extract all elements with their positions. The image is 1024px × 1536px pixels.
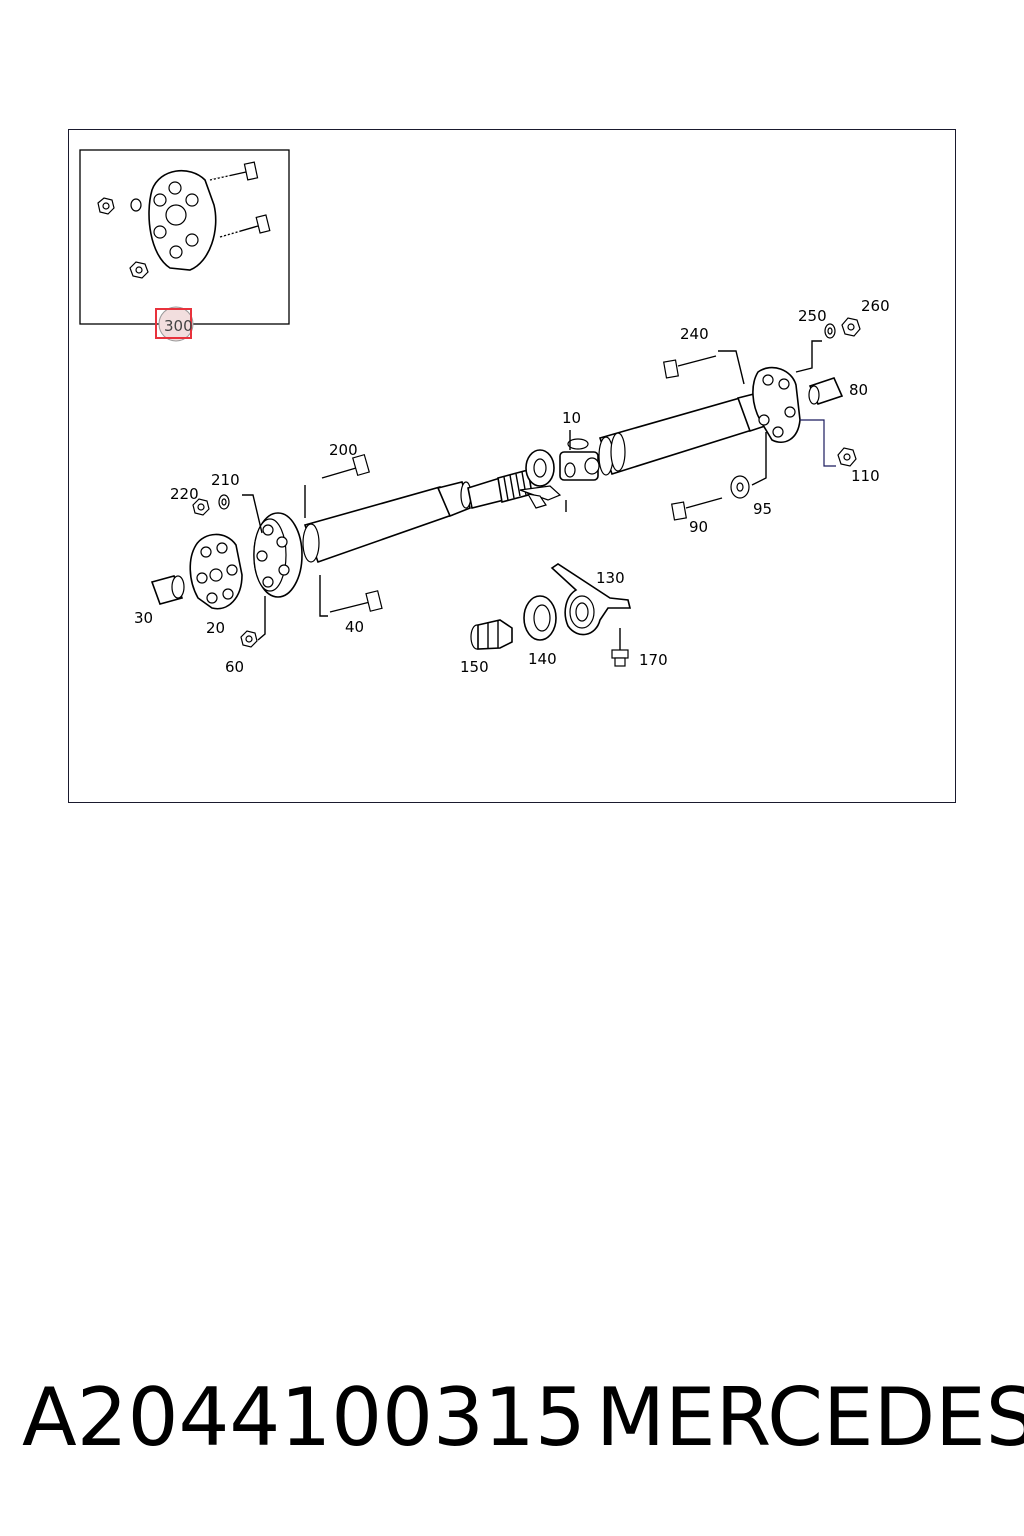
- boot-part-150[interactable]: [470, 619, 513, 650]
- callout-260[interactable]: 260: [861, 297, 890, 315]
- callout-90[interactable]: 90: [689, 518, 708, 536]
- sleeve-part-30[interactable]: [150, 575, 185, 605]
- callout-40[interactable]: 40: [345, 618, 364, 636]
- callout-300: 300: [164, 317, 193, 335]
- nut-part-220[interactable]: [192, 498, 210, 516]
- callout-30[interactable]: 30: [134, 609, 153, 627]
- leader-lines: [242, 340, 836, 641]
- callout-140[interactable]: 140: [528, 650, 557, 668]
- screw-part-170[interactable]: [611, 628, 629, 667]
- flex-disc-part-20[interactable]: [189, 533, 243, 610]
- bolt-part-90[interactable]: [671, 497, 723, 521]
- callout-95[interactable]: 95: [753, 500, 772, 518]
- callout-210[interactable]: 210: [211, 471, 240, 489]
- callout-300-highlight[interactable]: 300: [155, 306, 194, 342]
- nut-part-110[interactable]: [837, 447, 857, 467]
- bearing-bracket-part-130[interactable]: [550, 563, 632, 636]
- callout-240[interactable]: 240: [680, 325, 709, 343]
- propeller-shaft-part[interactable]: [302, 392, 769, 564]
- inset-nut-lower-part[interactable]: [129, 261, 149, 279]
- inset-bolt-lower-part[interactable]: [219, 214, 271, 238]
- rear-flange-part[interactable]: [752, 366, 801, 444]
- manufacturer-name: MERCEDES: [596, 1371, 1024, 1464]
- washer-part-250[interactable]: [824, 323, 836, 339]
- washer-part-95[interactable]: [730, 475, 750, 499]
- inset-nut-upper-part[interactable]: [97, 197, 142, 215]
- callout-220[interactable]: 220: [170, 485, 199, 503]
- callout-60[interactable]: 60: [225, 658, 244, 676]
- callout-250[interactable]: 250: [798, 307, 827, 325]
- callout-200[interactable]: 200: [329, 441, 358, 459]
- sleeve-part-80[interactable]: [808, 377, 844, 405]
- callout-150[interactable]: 150: [460, 658, 489, 676]
- callout-130[interactable]: 130: [596, 569, 625, 587]
- washer-part-210[interactable]: [218, 494, 230, 510]
- bolt-part-240[interactable]: [663, 355, 717, 379]
- part-number: A2044100315: [22, 1371, 586, 1464]
- diagram-frame: [68, 129, 956, 803]
- nut-part-260[interactable]: [841, 317, 861, 337]
- callout-110[interactable]: 110: [851, 467, 880, 485]
- inset-bolt-upper-part[interactable]: [209, 161, 259, 181]
- callout-10[interactable]: 10: [562, 409, 581, 427]
- callout-labels: 10 20 30 40 60 80 90 95 110 130 140 150 …: [134, 297, 890, 676]
- bearing-part-140[interactable]: [523, 595, 557, 641]
- front-flange-part[interactable]: [253, 512, 303, 598]
- bolt-part-40[interactable]: [329, 590, 383, 613]
- nut-part-60[interactable]: [240, 630, 258, 648]
- callout-170[interactable]: 170: [639, 651, 668, 669]
- inset-flex-disc-part[interactable]: [148, 169, 217, 271]
- callout-80[interactable]: 80: [849, 381, 868, 399]
- bolt-part-200[interactable]: [321, 453, 370, 479]
- callout-20[interactable]: 20: [206, 619, 225, 637]
